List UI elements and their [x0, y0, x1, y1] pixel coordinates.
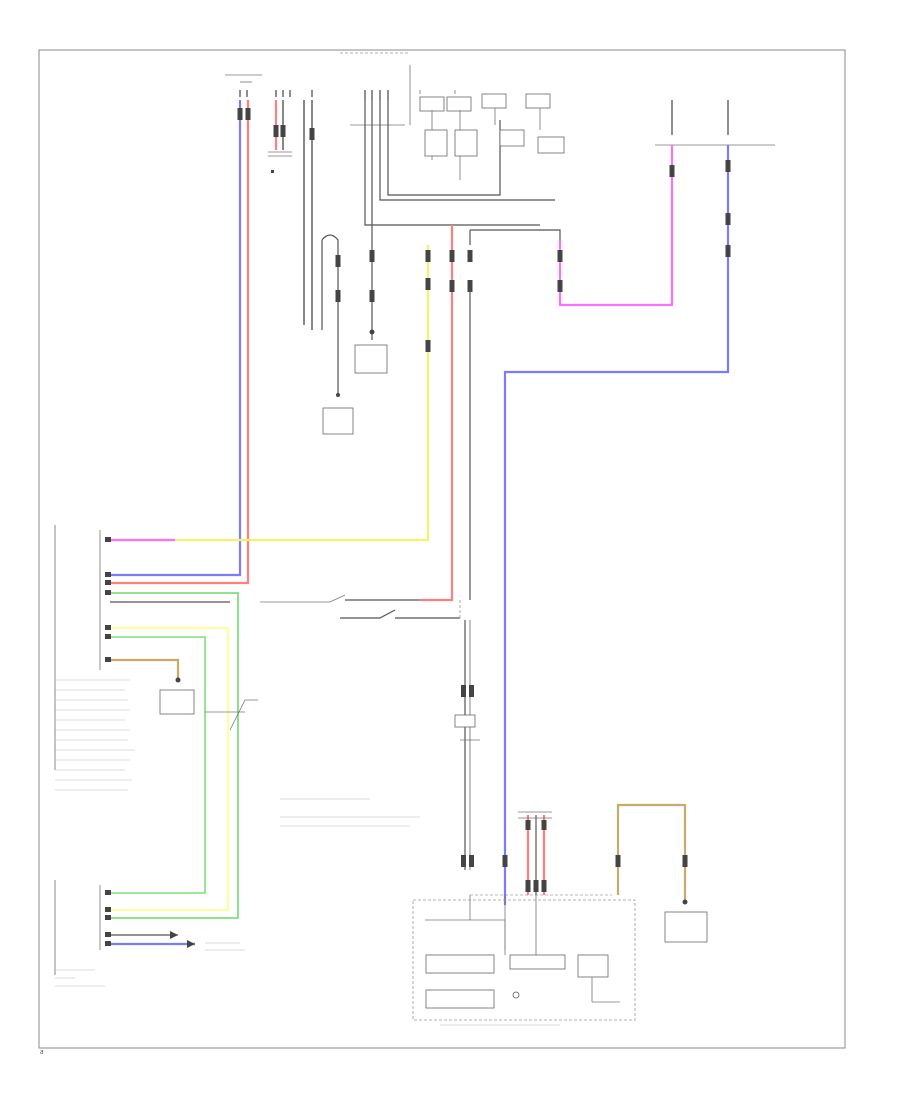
meter-boundary	[412, 899, 636, 1021]
center-switch-lines	[260, 594, 461, 619]
top-center-connector-group	[340, 52, 565, 374]
top-right-connector-group	[502, 100, 775, 905]
left-ecu-connector	[54, 525, 258, 919]
legend-notes	[280, 798, 420, 827]
diagram-frame	[38, 49, 846, 1049]
center-wires	[110, 225, 561, 870]
top-left-connector-group	[110, 74, 354, 585]
combination-meter	[412, 803, 708, 1026]
bottom-left-connector	[54, 880, 245, 987]
figure-id: Ƌ	[40, 1050, 43, 1056]
